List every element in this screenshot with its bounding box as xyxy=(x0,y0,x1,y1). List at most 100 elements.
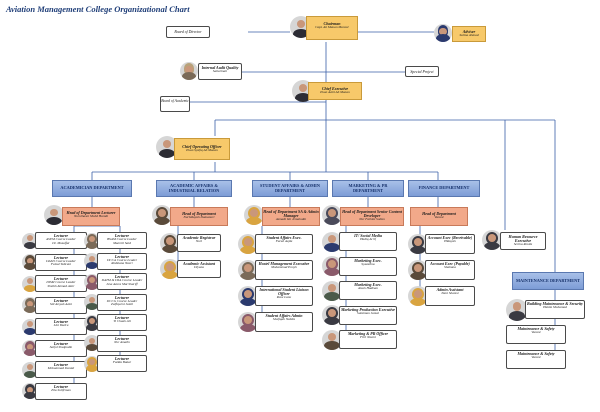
person-name: Mohammad Danial xyxy=(47,366,75,371)
hr-photo xyxy=(482,230,502,250)
person-name: Nuri xyxy=(195,239,203,244)
special-project-box: Special Project xyxy=(405,66,439,77)
person-title: Lecturer xyxy=(114,274,130,279)
person-photo xyxy=(408,234,428,254)
coo-photo xyxy=(156,136,178,158)
hr-box: Human Resource Executive Serina Rosila xyxy=(500,232,546,250)
person-title: Marketing & PR Officer xyxy=(347,331,389,336)
person-photo xyxy=(84,294,100,310)
person-photo xyxy=(84,314,100,331)
person-title: IT/ Social Media xyxy=(354,233,382,238)
board-of-academic: Board of Academic xyxy=(160,96,190,112)
person-name: Hadiq Arrif xyxy=(360,237,376,242)
person-photo xyxy=(322,231,342,252)
person-photo xyxy=(322,305,342,325)
person-role: BSAM Course Leader xyxy=(107,237,137,242)
person-title: Student Affairs Exec. xyxy=(266,235,302,240)
person-box: Account Exec (Receivable)Hidayah xyxy=(425,234,475,254)
chairman-box: Chairman Capt. Ab Manan Mansor xyxy=(306,16,358,40)
person-title: Lecturer xyxy=(53,319,69,324)
person-title: Lecturer xyxy=(114,356,130,361)
person-photo xyxy=(322,280,342,301)
chart-title: Aviation Management College Organization… xyxy=(6,4,190,14)
audit-photo xyxy=(180,62,198,80)
person-photo xyxy=(22,361,38,378)
person-name: Maernil Said xyxy=(113,240,131,245)
person-photo xyxy=(238,234,258,254)
person-name: Zila Sulifrman xyxy=(51,387,71,392)
board-of-director: Board of Director xyxy=(166,26,210,38)
hod-marketing-photo xyxy=(322,205,342,225)
person-name: Nur Amalin xyxy=(114,339,130,344)
hod-affairs-photo xyxy=(152,205,172,225)
person-title: Lecturer xyxy=(53,340,69,346)
person-photo xyxy=(160,259,180,279)
person-photo xyxy=(506,298,528,321)
person-box: Marketing Exec.Syazalina xyxy=(339,256,397,276)
person-role: DCCG Course Leader xyxy=(106,298,138,303)
person-title: Lecturer xyxy=(53,254,69,260)
person-role: DCCA Course Leader xyxy=(106,257,138,262)
person-photo xyxy=(238,286,258,306)
person-photo xyxy=(408,286,428,306)
dept-marketing: MARKETING & PR DEPARTMENT xyxy=(332,180,404,197)
person-title: Marketing Exec. xyxy=(354,257,382,263)
person-title: International Student Liaison Officer xyxy=(259,287,309,297)
person-photo xyxy=(84,253,100,269)
person-photo xyxy=(322,256,342,276)
hod-affairs-box: Head of Department Nurhidayah Damanuri xyxy=(170,207,228,226)
dept-student-affairs: STUDENT AFFAIRS & ADMIN DEPARTMENT xyxy=(252,180,328,197)
person-title: Lecturer xyxy=(53,383,69,389)
person-title: Building Maintenance & Security xyxy=(527,301,583,306)
person-box: Marketing Exec.Aisah Hadisan xyxy=(339,281,397,300)
person-photo xyxy=(408,260,428,280)
person-photo xyxy=(22,318,38,335)
person-name: Farah Aqila xyxy=(275,239,293,244)
person-name: Rose Lanu xyxy=(276,295,292,300)
person-photo xyxy=(22,232,38,249)
person-name: Lisa Azura Mat Shariff xyxy=(106,281,138,286)
person-title: Lecturer xyxy=(53,233,69,238)
person-name: Diyana xyxy=(194,265,204,270)
person-photo xyxy=(238,260,258,280)
person-photo xyxy=(22,383,38,399)
person-name: Syazalina xyxy=(361,261,375,266)
person-name: Vacant xyxy=(531,355,541,360)
person-title: Lecturer xyxy=(114,233,130,238)
hod-finance-box: Head of Department Vacant xyxy=(410,207,468,226)
hod-student-box: Head of Department SA & Admin Manager As… xyxy=(262,207,320,226)
person-name: Dr. Muzaffar xyxy=(52,240,70,245)
person-photo xyxy=(84,335,100,351)
person-box: Account Exec (Payable)Shabana xyxy=(425,260,475,280)
ceo-box: Chief Executive Puan Azizi Ab Manan xyxy=(308,82,362,100)
person-name: Shabana xyxy=(444,265,456,270)
advisor-photo xyxy=(434,24,452,42)
person-title: Lecturer xyxy=(114,315,130,320)
person-name: Faisal Tabrani xyxy=(50,262,72,267)
person-photo xyxy=(160,233,180,253)
hod-marketing-box: Head of Department Senior Content Develo… xyxy=(340,207,404,226)
person-box: Student Affairs Exec.Farah Aqila xyxy=(255,234,313,254)
person-name: Sulaiman Jamal xyxy=(357,310,379,315)
person-title: Lecturer xyxy=(53,297,69,303)
person-title: Lecturer xyxy=(114,253,130,259)
person-name: Rodziana Nasri xyxy=(111,261,133,266)
person-role: DASD Course Leader xyxy=(46,258,76,263)
person-photo xyxy=(84,355,100,372)
person-photo xyxy=(22,340,38,356)
person-name: Muhammad Pouyh xyxy=(271,265,297,270)
person-name: Shafiqah Nabila xyxy=(272,317,296,322)
person-photo xyxy=(22,275,38,292)
